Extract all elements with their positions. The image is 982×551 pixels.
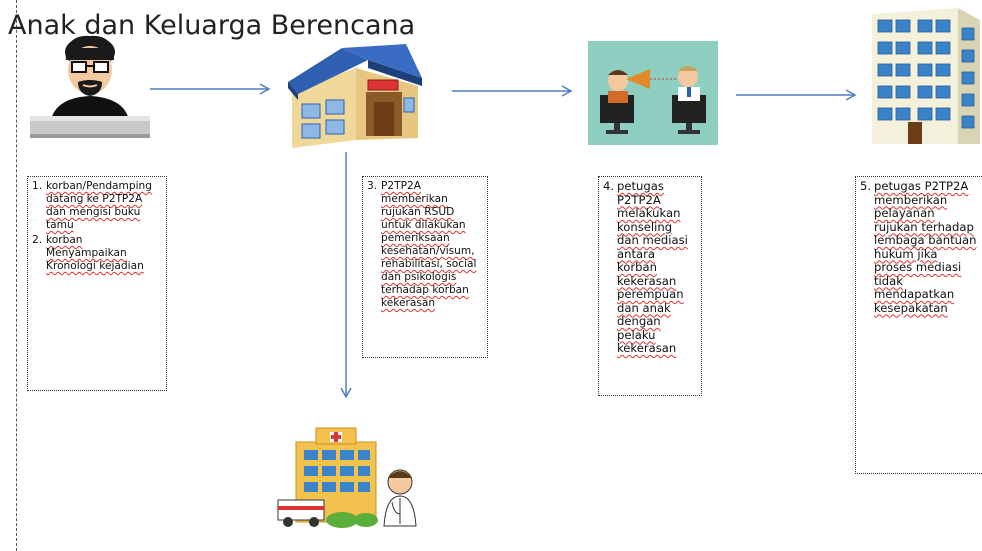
counseling-megaphone-icon <box>588 41 718 145</box>
step-3-text: P2TP2A memberikan rujukan RSUD untuk dil… <box>381 180 477 309</box>
flow-arrow-3 <box>736 89 857 101</box>
step-5-text: petugas P2TP2A memberikan pelayanan ruju… <box>874 179 977 315</box>
step-4-item: 4.petugas P2TP2A melakukan konseling dan… <box>603 179 697 356</box>
step-5-item: 5.petugas P2TP2A memberikan pelayanan ru… <box>860 179 978 315</box>
step-2-number: 2. <box>32 234 43 246</box>
step-3-item: 3.P2TP2A memberikan rujukan RSUD untuk d… <box>367 180 483 310</box>
step-1-text: korban/Pendamping datang ke P2TP2A dan m… <box>46 180 152 231</box>
step-box-4: 4.petugas P2TP2A melakukan konseling dan… <box>598 176 702 396</box>
step-box-1: 1.korban/Pendamping datang ke P2TP2A dan… <box>27 176 167 391</box>
step-2-item: 2.korban Menyampaikan Kronologi kejadian <box>32 234 162 273</box>
step-1-number: 1. <box>32 180 43 192</box>
step-4-number: 4. <box>603 179 615 193</box>
step-1-item: 1.korban/Pendamping datang ke P2TP2A dan… <box>32 180 162 232</box>
high-rise-building-icon <box>872 8 980 144</box>
step-3-number: 3. <box>367 180 378 192</box>
flow-arrow-1 <box>150 83 271 95</box>
step-box-5: 5.petugas P2TP2A memberikan pelayanan ru… <box>855 176 982 474</box>
hospital-icon <box>277 427 417 528</box>
flow-arrow-down <box>340 152 352 399</box>
left-margin-line <box>16 0 17 551</box>
person-at-desk-icon <box>30 35 150 138</box>
step-4-text: petugas P2TP2A melakukan konseling dan m… <box>617 179 688 355</box>
diagram-title: Anak dan Keluarga Berencana <box>8 10 416 41</box>
step-5-number: 5. <box>860 179 872 193</box>
step-box-3: 3.P2TP2A memberikan rujukan RSUD untuk d… <box>362 176 488 358</box>
step-2-text: korban Menyampaikan Kronologi kejadian <box>46 234 144 272</box>
office-building-icon <box>288 44 422 148</box>
flow-arrow-2 <box>452 85 573 97</box>
